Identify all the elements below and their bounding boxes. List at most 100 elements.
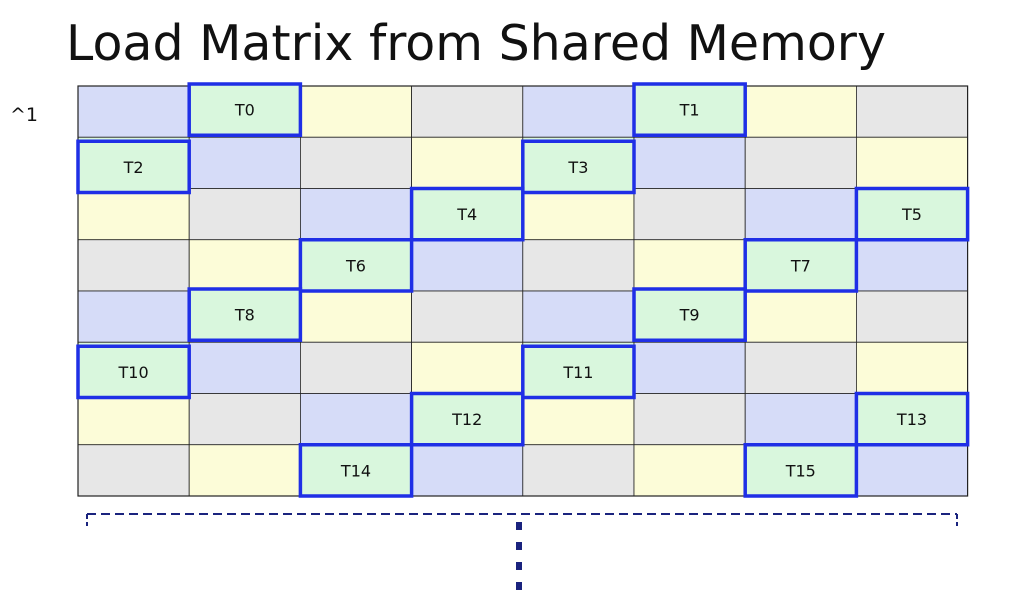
matrix-cell-r1-c3 — [411, 136, 524, 189]
thread-box-rect — [187, 287, 303, 342]
thread-label: T14 — [340, 461, 371, 480]
matrix-cell-r2-c6 — [744, 188, 857, 241]
matrix-cell-r1-c2 — [299, 136, 412, 189]
matrix-cell-r3-c5 — [633, 239, 746, 292]
matrix-cell-r7-c5 — [633, 444, 746, 497]
matrix-cell-r0-c4 — [522, 85, 635, 138]
matrix-cell-r2-c2 — [299, 188, 412, 241]
thread-label: T4 — [456, 205, 477, 224]
matrix-cell-r4-c6 — [744, 290, 857, 343]
matrix-cell-r2-c0 — [77, 188, 190, 241]
continuation-dot — [516, 522, 522, 530]
thread-box-t15: T15 — [743, 443, 859, 498]
matrix-cell-r2-c5 — [633, 188, 746, 241]
thread-box-t12: T12 — [409, 391, 525, 447]
matrix-cell-r1-c7 — [856, 136, 969, 189]
thread-box-t5: T5 — [854, 186, 970, 242]
matrix-cell-r5-c3 — [411, 341, 524, 394]
matrix-cell-r4-c0 — [77, 290, 190, 343]
thread-label: T12 — [451, 410, 482, 429]
thread-label: T7 — [790, 256, 811, 275]
thread-label: T2 — [123, 158, 144, 177]
thread-box-rect — [521, 139, 636, 195]
continuation-bracket — [86, 513, 958, 590]
thread-box-rect — [409, 391, 525, 447]
matrix-cell-r7-c4 — [522, 444, 635, 497]
thread-label: T11 — [562, 363, 593, 382]
thread-box-rect — [632, 287, 747, 342]
thread-label: T6 — [345, 256, 366, 275]
matrix-cell-r6-c4 — [522, 393, 635, 446]
thread-label: T13 — [896, 410, 927, 429]
matrix-cell-r6-c6 — [744, 393, 857, 446]
matrix-cell-r7-c0 — [77, 444, 190, 497]
matrix-cell-r6-c1 — [188, 393, 301, 446]
thread-label: T8 — [234, 306, 255, 325]
thread-box-t10: T10 — [76, 344, 191, 400]
thread-box-rect — [854, 391, 970, 447]
matrix-cell-r0-c6 — [744, 85, 857, 138]
thread-box-t14: T14 — [298, 443, 414, 498]
matrix-cell-r5-c6 — [744, 341, 857, 394]
matrix-cell-r7-c7 — [856, 444, 969, 497]
thread-box-rect — [298, 443, 414, 498]
thread-box-rect — [76, 139, 191, 195]
thread-box-rect — [409, 186, 525, 242]
matrix-cell-r6-c2 — [299, 393, 412, 446]
matrix-cell-r6-c5 — [633, 393, 746, 446]
thread-box-t7: T7 — [743, 238, 859, 293]
matrix-outer-border — [77, 85, 969, 497]
thread-box-t3: T3 — [521, 139, 636, 195]
matrix-cell-r1-c6 — [744, 136, 857, 189]
thread-box-t2: T2 — [76, 139, 191, 195]
thread-box-rect — [632, 82, 747, 137]
thread-label: T9 — [679, 306, 700, 325]
thread-box-rect — [76, 344, 191, 400]
matrix-cell-r3-c4 — [522, 239, 635, 292]
matrix-cell-r1-c1 — [188, 136, 301, 189]
thread-label: T10 — [118, 363, 149, 382]
thread-label: T5 — [901, 205, 922, 224]
matrix-cell-r4-c3 — [411, 290, 524, 343]
matrix-cell-r7-c1 — [188, 444, 301, 497]
matrix-cell-r0-c0 — [77, 85, 190, 138]
matrix-cell-r4-c4 — [522, 290, 635, 343]
thread-label: T1 — [679, 101, 700, 120]
matrix-cell-r2-c4 — [522, 188, 635, 241]
matrix-cell-r6-c0 — [77, 393, 190, 446]
matrix-cell-r3-c0 — [77, 239, 190, 292]
thread-box-rect — [298, 238, 414, 293]
continuation-dot — [516, 542, 522, 550]
matrix-cell-r5-c5 — [633, 341, 746, 394]
matrix-cell-r3-c7 — [856, 239, 969, 292]
thread-box-rect — [854, 186, 970, 242]
thread-box-t13: T13 — [854, 391, 970, 447]
thread-box-rect — [521, 344, 636, 400]
thread-box-rect — [743, 443, 859, 498]
row-annotation: ^1 — [10, 104, 39, 126]
thread-box-rect — [187, 82, 303, 137]
thread-label: T3 — [567, 158, 588, 177]
matrix-cell-r3-c3 — [411, 239, 524, 292]
matrix-cell-r0-c2 — [299, 85, 412, 138]
matrix-cell-r0-c7 — [856, 85, 969, 138]
thread-label: T0 — [234, 101, 255, 120]
thread-box-t1: T1 — [632, 82, 747, 137]
matrix-cell-r0-c3 — [411, 85, 524, 138]
thread-box-t6: T6 — [298, 238, 414, 293]
matrix-cell-r7-c3 — [411, 444, 524, 497]
continuation-dot — [516, 562, 522, 570]
matrix-cell-r5-c7 — [856, 341, 969, 394]
matrix-cell-r2-c1 — [188, 188, 301, 241]
thread-box-t4: T4 — [409, 186, 525, 242]
matrix-cell-r4-c7 — [856, 290, 969, 343]
thread-box-t0: T0 — [187, 82, 303, 137]
continuation-dot — [516, 582, 522, 590]
thread-box-t11: T11 — [521, 344, 636, 400]
thread-box-t9: T9 — [632, 287, 747, 342]
diagram-title: Load Matrix from Shared Memory — [66, 15, 886, 72]
thread-box-rect — [743, 238, 859, 293]
matrix-cell-r4-c2 — [299, 290, 412, 343]
